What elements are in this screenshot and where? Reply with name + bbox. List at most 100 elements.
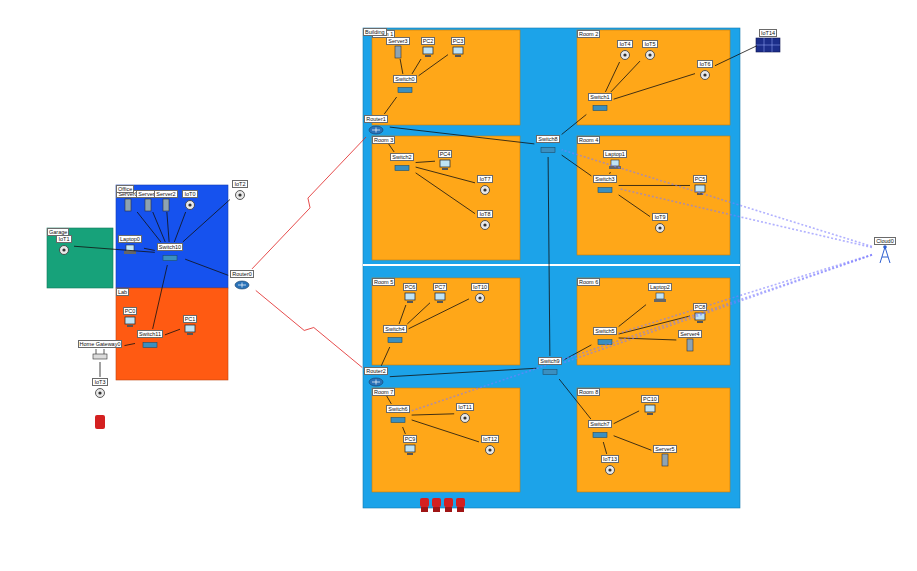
ethernet-link <box>124 343 135 345</box>
device-node: PC7 <box>431 283 449 304</box>
device-node: PC0 <box>121 307 139 328</box>
monitor <box>185 325 195 332</box>
ethernet-link <box>619 185 690 186</box>
switch-icon <box>543 370 557 375</box>
device-node: PC2 <box>419 37 437 58</box>
iot-icon <box>656 224 665 233</box>
server-case <box>163 199 169 211</box>
zone-fill <box>372 136 520 260</box>
ethernet-link <box>559 379 591 419</box>
device-label: Server2 <box>154 190 177 198</box>
server-icon <box>163 199 169 211</box>
chair-back <box>420 498 429 507</box>
server-icon <box>395 46 401 58</box>
iot-core <box>623 53 626 56</box>
zone-label: Room 6 <box>577 278 600 286</box>
device-label: IoT0 <box>182 190 197 198</box>
chair-seat <box>457 507 464 512</box>
iot-body <box>236 191 245 200</box>
stand <box>407 301 413 303</box>
iot-core <box>478 296 481 299</box>
stand <box>455 55 461 57</box>
pc-icon <box>423 47 433 57</box>
server-case <box>145 199 151 211</box>
iot-core <box>483 188 486 191</box>
ethernet-link <box>165 329 180 335</box>
device-label: Router1 <box>364 115 388 123</box>
device-label: IoT7 <box>477 175 492 183</box>
device-node: IoT11 <box>455 403 475 424</box>
screen <box>656 293 664 299</box>
ethernet-link <box>403 427 406 434</box>
gateway-body <box>93 354 107 359</box>
zone-region: Switch0Server3PC2PC3Room 1Switch1IoT4IoT… <box>363 28 740 508</box>
iot-core <box>648 53 651 56</box>
device-node: Server2 <box>153 190 178 211</box>
device-node: Laptop1 <box>602 150 628 171</box>
device-node: IoT10 <box>470 283 490 304</box>
keyboard <box>124 251 136 254</box>
pc-icon <box>405 445 415 455</box>
ethernet-link <box>153 265 168 329</box>
device-node: Switch7 <box>587 420 612 441</box>
ethernet-link <box>381 347 390 366</box>
chair-seat <box>421 507 428 512</box>
ethernet-link <box>619 338 677 340</box>
device-node: Router2 <box>363 367 389 388</box>
device-label: PC3 <box>451 37 466 45</box>
device-node: IoT12 <box>480 435 500 456</box>
zone-region: IoT1Garage <box>47 228 113 288</box>
device-node: IoT2 <box>231 180 249 201</box>
device-label: Switch5 <box>593 327 616 335</box>
device-label: IoT6 <box>697 60 712 68</box>
device-label: Switch6 <box>386 405 409 413</box>
device-label: Switch1 <box>588 93 611 101</box>
monitor <box>423 47 433 54</box>
ethernet-link <box>609 172 611 174</box>
iot-icon <box>96 389 105 398</box>
iot-body <box>476 294 485 303</box>
iot-icon <box>701 71 710 80</box>
ethernet-link <box>412 420 479 442</box>
device-node: Laptop2 <box>647 283 673 304</box>
device-label: Router0 <box>230 270 254 278</box>
iot-core <box>483 223 486 226</box>
device-node: Home Gateway0 <box>77 340 124 361</box>
zone-region: Switch6PC9IoT11IoT12Room 7 <box>372 388 520 492</box>
iot-body <box>60 246 69 255</box>
switch-icon <box>163 256 177 261</box>
device-node: PC6 <box>401 283 419 304</box>
floor-divider <box>363 264 740 266</box>
device-label: Switch0 <box>393 75 416 83</box>
ethernet-link <box>174 212 185 242</box>
ethernet-link <box>614 411 639 424</box>
switch-body <box>395 166 409 171</box>
zone-region: Switch7PC10Server5IoT13Room 8 <box>577 388 730 492</box>
iot-body <box>621 51 630 60</box>
switch-icon <box>398 88 412 93</box>
ethernet-link <box>412 414 455 415</box>
switch-icon <box>598 188 612 193</box>
server-case <box>395 46 401 58</box>
chair-back <box>456 498 465 507</box>
zone-region: Switch2PC4IoT7IoT8Room 3 <box>372 136 520 260</box>
switch-icon <box>593 433 607 438</box>
pc-icon <box>185 325 195 335</box>
zone-fill <box>116 185 228 288</box>
device-label: IoT1 <box>56 235 71 243</box>
iot-core <box>703 73 706 76</box>
zone-fill <box>577 278 730 365</box>
device-node: Switch5 <box>592 327 617 348</box>
device-label: PC7 <box>433 283 448 291</box>
iot-icon <box>606 466 615 475</box>
monitor <box>440 160 450 167</box>
device-label: PC1 <box>183 315 198 323</box>
monitor <box>435 293 445 300</box>
zone-fill <box>372 388 520 492</box>
server-case <box>687 339 693 351</box>
cloud-icon <box>880 245 890 263</box>
stand <box>187 333 193 335</box>
iot-core <box>238 193 241 196</box>
device-label: Switch7 <box>588 420 611 428</box>
device-label: Switch10 <box>157 243 183 251</box>
